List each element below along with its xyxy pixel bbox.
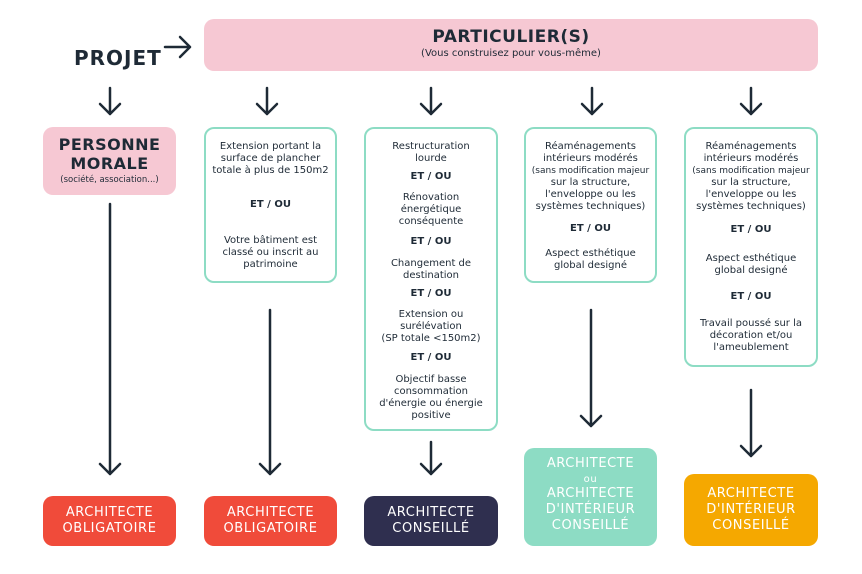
criteria-text: décoration et/ou — [709, 330, 793, 341]
et-ou-label: ET / OU — [410, 288, 452, 299]
criteria-box-3: Réaménagements intérieurs modérés (sans … — [524, 127, 657, 283]
criteria-box-4: Réaménagements intérieurs modérés (sans … — [684, 127, 818, 367]
criteria-text: Aspect esthétique — [705, 253, 797, 264]
et-ou-label: ET / OU — [730, 224, 772, 235]
et-ou-label: ET / OU — [410, 236, 452, 247]
criteria-text: Extension ou — [398, 309, 464, 320]
criteria-text: intérieurs modérés — [703, 153, 799, 164]
particulier-box: PARTICULIER(S) (Vous construisez pour vo… — [204, 19, 818, 71]
criteria-text: Travail poussé sur la — [700, 318, 802, 329]
arrow-down-icon — [580, 86, 604, 116]
criteria-text: classé ou inscrit au — [222, 247, 319, 258]
criteria-text: Objectif basse — [395, 374, 467, 385]
result-text: CONSEILLÉ — [712, 518, 790, 533]
criteria-text: Rénovation — [402, 192, 460, 203]
criteria-text: surface de plancher — [220, 153, 321, 164]
arrow-down-icon — [98, 202, 122, 476]
criteria-text: Aspect esthétique — [545, 248, 636, 259]
criteria-text: global designé — [714, 265, 788, 276]
criteria-text: (sans modification majeur — [692, 166, 810, 176]
result-box-5: ARCHITECTE D'INTÉRIEUR CONSEILLÉ — [684, 474, 818, 546]
result-text: CONSEILLÉ — [551, 518, 630, 533]
criteria-text: (sans modification majeur — [531, 166, 650, 176]
criteria-text: sur la structure, — [711, 177, 791, 188]
criteria-text: conséquente — [398, 216, 464, 227]
personne-morale-subtitle: (société, association...) — [60, 175, 159, 185]
arrow-down-icon — [579, 308, 603, 428]
result-box-3: ARCHITECTE CONSEILLÉ — [364, 496, 498, 546]
criteria-text: d'énergie ou énergie — [379, 398, 483, 409]
criteria-text: totale à plus de 150m2 — [212, 165, 329, 176]
result-text: OBLIGATOIRE — [62, 521, 157, 536]
criteria-text: intérieurs modérés — [543, 153, 638, 164]
projet-label: PROJET — [74, 46, 162, 70]
personne-morale-box: PERSONNE MORALE (société, association...… — [43, 127, 176, 195]
criteria-text: consommation — [393, 386, 469, 397]
criteria-text: Changement de — [390, 258, 472, 269]
result-text: CONSEILLÉ — [392, 521, 470, 536]
criteria-text: positive — [411, 410, 451, 421]
result-text: ARCHITECTE — [707, 486, 795, 501]
arrow-down-icon — [739, 86, 763, 116]
result-text: ou — [583, 474, 598, 485]
et-ou-label: ET / OU — [410, 171, 452, 182]
criteria-text: global designé — [553, 260, 627, 271]
result-text: ARCHITECTE — [387, 505, 475, 520]
criteria-text: l'enveloppe ou les — [705, 189, 797, 200]
arrow-down-icon — [419, 440, 443, 476]
criteria-text: Extension portant la — [219, 141, 322, 152]
arrow-down-icon — [98, 86, 122, 116]
result-text: ARCHITECTE — [546, 486, 635, 501]
arrow-down-icon — [739, 388, 763, 458]
personne-morale-line1: PERSONNE — [58, 135, 161, 154]
criteria-text: (SP totale <150m2) — [381, 333, 481, 344]
particulier-title: PARTICULIER(S) — [432, 27, 590, 47]
criteria-text: Réaménagements — [544, 141, 636, 152]
result-box-4: ARCHITECTE ou ARCHITECTE D'INTÉRIEUR CON… — [524, 448, 657, 546]
criteria-text: surélévation — [400, 321, 462, 332]
result-text: ARCHITECTE — [226, 505, 315, 520]
et-ou-label: ET / OU — [570, 223, 611, 234]
arrow-down-icon — [258, 308, 282, 476]
criteria-text: Votre bâtiment est — [223, 235, 318, 246]
criteria-text: patrimoine — [243, 259, 298, 270]
criteria-text: destination — [402, 270, 460, 281]
criteria-box-2: Restructuration lourde ET / OU Rénovatio… — [364, 127, 498, 431]
result-text: OBLIGATOIRE — [223, 521, 318, 536]
criteria-text: Réaménagements — [705, 141, 797, 152]
et-ou-label: ET / OU — [730, 291, 772, 302]
criteria-text: systèmes techniques) — [535, 201, 646, 212]
arrow-down-icon — [255, 86, 279, 116]
et-ou-label: ET / OU — [410, 352, 452, 363]
arrow-right-icon — [163, 35, 192, 59]
particulier-subtitle: (Vous construisez pour vous-même) — [421, 48, 601, 59]
result-text: D'INTÉRIEUR — [706, 502, 796, 517]
criteria-text: énergétique — [400, 204, 462, 215]
result-text: ARCHITECTE — [65, 505, 154, 520]
criteria-text: Restructuration — [392, 141, 470, 152]
personne-morale-line2: MORALE — [70, 154, 149, 173]
criteria-text: sur la structure, — [550, 177, 631, 188]
criteria-box-1: Extension portant la surface de plancher… — [204, 127, 337, 283]
criteria-text: l'enveloppe ou les — [545, 189, 636, 200]
criteria-text: l'ameublement — [713, 342, 789, 353]
arrow-down-icon — [419, 86, 443, 116]
result-text: ARCHITECTE — [546, 456, 635, 471]
criteria-text: lourde — [415, 153, 447, 164]
result-box-2: ARCHITECTE OBLIGATOIRE — [204, 496, 337, 546]
criteria-text: systèmes techniques) — [696, 201, 806, 212]
result-box-1: ARCHITECTE OBLIGATOIRE — [43, 496, 176, 546]
result-text: D'INTÉRIEUR — [545, 502, 636, 517]
et-ou-label: ET / OU — [250, 199, 291, 210]
